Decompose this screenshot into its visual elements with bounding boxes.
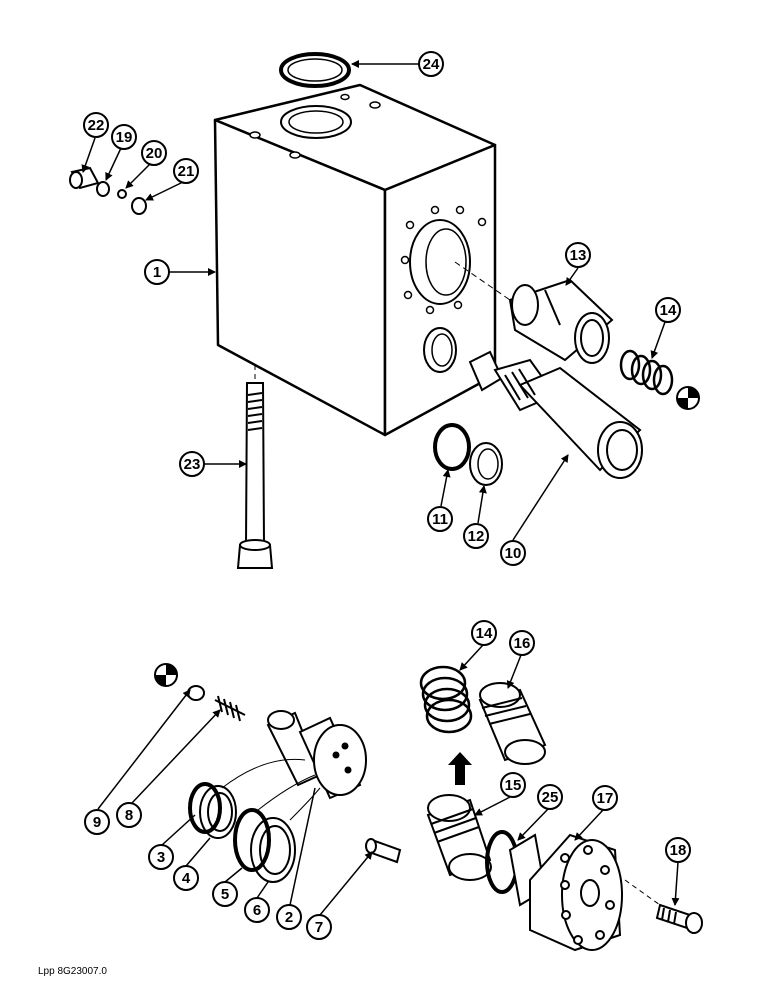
callout-25: 25 — [537, 784, 563, 810]
svg-text:19: 19 — [116, 129, 133, 146]
callout-18: 18 — [665, 837, 691, 863]
svg-text:21: 21 — [178, 163, 195, 180]
svg-text:10: 10 — [505, 545, 522, 562]
spool-2 — [266, 710, 367, 800]
reference-code: Lpp 8G23007.0 — [38, 966, 107, 977]
callout-20: 20 — [141, 140, 167, 166]
pin-7 — [365, 838, 402, 864]
backup-ring-4 — [199, 785, 237, 839]
svg-text:4: 4 — [182, 870, 191, 887]
end-cap-17 — [508, 833, 623, 952]
piston-15 — [426, 794, 492, 881]
svg-text:18: 18 — [670, 842, 687, 859]
svg-text:2: 2 — [285, 909, 293, 926]
svg-text:14: 14 — [660, 302, 677, 319]
fitting-19 — [96, 181, 110, 197]
piston-16 — [478, 682, 547, 765]
svg-text:22: 22 — [88, 117, 105, 134]
svg-text:6: 6 — [253, 902, 261, 919]
callout-21: 21 — [173, 158, 199, 184]
callout-14-top: 14 — [655, 297, 681, 323]
callout-24: 24 — [418, 51, 444, 77]
ball-symbol-top — [676, 386, 700, 410]
callout-3: 3 — [148, 844, 174, 870]
leader-arcs — [221, 758, 321, 821]
callout-5: 5 — [212, 881, 238, 907]
ball-symbol-bottom — [154, 663, 178, 687]
svg-text:14: 14 — [476, 625, 493, 642]
callout-4: 4 — [173, 865, 199, 891]
o-ring-5 — [233, 808, 271, 872]
svg-text:25: 25 — [542, 789, 559, 806]
spring-8 — [214, 695, 246, 722]
callout-12: 12 — [463, 523, 489, 549]
svg-text:17: 17 — [597, 790, 614, 807]
callout-6: 6 — [244, 897, 270, 923]
svg-text:1: 1 — [153, 264, 161, 281]
o-ring-3 — [188, 782, 222, 834]
svg-text:7: 7 — [315, 919, 323, 936]
svg-text:15: 15 — [505, 777, 522, 794]
svg-text:9: 9 — [93, 814, 101, 831]
backup-ring-12 — [469, 442, 503, 486]
svg-text:20: 20 — [146, 145, 163, 162]
callout-11: 11 — [427, 506, 453, 532]
svg-text:13: 13 — [570, 247, 587, 264]
callout-19: 19 — [111, 124, 137, 150]
callout-13: 13 — [565, 242, 591, 268]
plug-21 — [131, 197, 147, 215]
callout-15: 15 — [500, 772, 526, 798]
callout-9: 9 — [84, 809, 110, 835]
leader-lines — [81, 60, 680, 916]
o-ring-11 — [433, 423, 471, 471]
callout-10: 10 — [500, 540, 526, 566]
callout-8: 8 — [116, 802, 142, 828]
callout-2: 2 — [276, 904, 302, 930]
ball-9 — [187, 685, 205, 701]
svg-text:11: 11 — [432, 511, 448, 528]
valve-block — [213, 83, 497, 437]
callout-7: 7 — [306, 914, 332, 940]
svg-text:12: 12 — [468, 528, 485, 545]
ball-20 — [117, 189, 127, 199]
svg-text:3: 3 — [157, 849, 165, 866]
relief-cartridge-10 — [468, 350, 643, 479]
sleeve-13 — [508, 278, 614, 364]
svg-text:8: 8 — [125, 807, 133, 824]
arrow-up-icon — [448, 752, 472, 785]
callout-16: 16 — [509, 630, 535, 656]
callout-17: 17 — [592, 785, 618, 811]
callout-22: 22 — [83, 112, 109, 138]
o-ring-24 — [279, 52, 351, 88]
backup-ring-6 — [250, 817, 296, 883]
svg-text:5: 5 — [221, 886, 229, 903]
callout-23: 23 — [179, 451, 205, 477]
spring-14-bottom — [419, 665, 473, 734]
bolt-23 — [236, 382, 274, 569]
svg-text:24: 24 — [423, 56, 440, 73]
svg-text:16: 16 — [514, 635, 531, 652]
svg-text:23: 23 — [184, 456, 201, 473]
callout-1: 1 — [144, 259, 170, 285]
callout-14-bottom: 14 — [471, 620, 497, 646]
screw-18 — [655, 903, 703, 934]
spring-14-top — [619, 349, 674, 396]
